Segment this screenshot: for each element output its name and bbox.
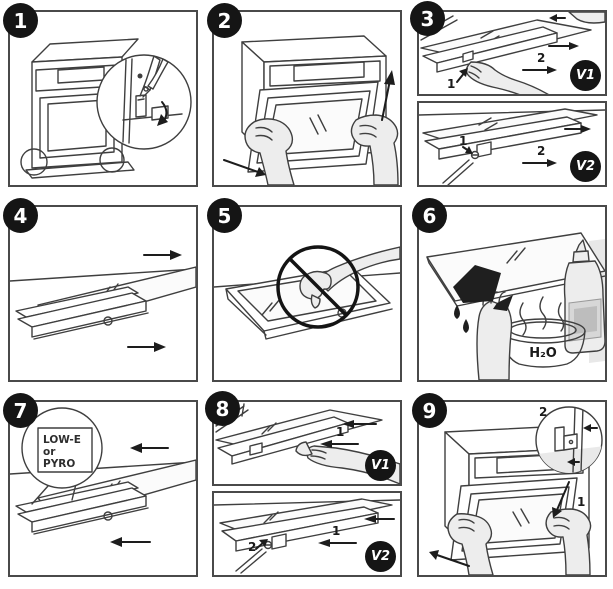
glass-marking-box bbox=[37, 427, 93, 473]
door-glass-icon bbox=[420, 19, 592, 73]
hand-icon bbox=[244, 118, 295, 185]
glass-slide-out-illustration bbox=[10, 250, 196, 352]
screw-arrow-icon bbox=[255, 539, 268, 550]
hinge-callout-circle-left bbox=[20, 148, 48, 176]
door-frame-icon bbox=[15, 481, 149, 535]
slide-arrow-icon bbox=[522, 159, 557, 167]
insert-arrow-icon bbox=[552, 481, 570, 518]
cloth-icon bbox=[453, 265, 513, 311]
variant-badge-v2: V2 bbox=[365, 541, 396, 572]
glass-marking-line1: LOW-E bbox=[43, 434, 81, 446]
hand-icon bbox=[350, 114, 399, 185]
arrow-right-icon bbox=[564, 125, 591, 133]
slide-arrow-icon bbox=[318, 539, 357, 547]
glass-cleaning-illustration: H₂O bbox=[426, 232, 605, 380]
slide-label: 2 bbox=[537, 144, 545, 158]
magnifier-icon: LOW-E or PYRO bbox=[21, 407, 103, 505]
arrow-right-icon bbox=[548, 42, 579, 50]
press-arrow-icon bbox=[456, 68, 468, 83]
glass-slide-in-illustration: LOW-E or PYRO bbox=[10, 407, 196, 547]
insert-label: 1 bbox=[577, 495, 585, 509]
slide-arrow-icon bbox=[320, 440, 359, 448]
door-refit-illustration: 1 bbox=[429, 405, 603, 575]
hand-icon bbox=[545, 508, 592, 575]
slide-label: 1 bbox=[336, 425, 344, 439]
latch-press-illustration: 1 2 bbox=[420, 12, 605, 94]
door-frame-icon bbox=[15, 286, 149, 340]
step-badge-7: 7 bbox=[3, 393, 38, 428]
arrow-out-icon bbox=[223, 159, 266, 177]
arrow-up-icon bbox=[381, 70, 395, 121]
step-badge-3: 3 bbox=[410, 1, 445, 36]
steam-icon bbox=[519, 296, 565, 336]
do-not-touch-illustration bbox=[214, 245, 400, 340]
screw-removal-illustration: 1 2 bbox=[419, 108, 605, 185]
rotate-arrow-icon bbox=[157, 101, 168, 126]
step-3-variant-v1: 1 2 V1 bbox=[417, 10, 607, 96]
screwdriver-icon bbox=[442, 159, 474, 185]
arrow-in-icon bbox=[429, 550, 470, 567]
door-glass-icon bbox=[219, 498, 393, 552]
screwdriver-icon bbox=[235, 548, 267, 574]
screw-label: 1 bbox=[459, 134, 467, 148]
arrow-left-icon bbox=[364, 515, 395, 523]
arrow-left-icon bbox=[110, 537, 151, 547]
step-panel-9: 9 bbox=[412, 393, 607, 577]
magnifier-icon bbox=[96, 54, 192, 150]
door-glass-icon bbox=[215, 409, 383, 465]
screw-arrow-icon bbox=[462, 146, 473, 154]
door-glass-icon bbox=[422, 108, 598, 160]
hand-icon bbox=[447, 513, 494, 575]
glass-marking-line2: or bbox=[43, 446, 56, 458]
variant-badge-v2: V2 bbox=[570, 151, 601, 182]
arrow-left-icon bbox=[342, 420, 377, 428]
step-badge-2: 2 bbox=[207, 3, 242, 38]
step-badge-9: 9 bbox=[412, 393, 447, 428]
pliers-icon bbox=[139, 55, 169, 98]
slide-label: 1 bbox=[332, 524, 340, 538]
hand-icon bbox=[465, 61, 549, 94]
step-panel-6: 6 H₂O bbox=[412, 198, 607, 382]
step-panel-2: 2 bbox=[207, 3, 402, 187]
oven-icon bbox=[25, 38, 139, 179]
hinge-callout-circle-right bbox=[99, 147, 125, 173]
small-arrow-left-icon bbox=[549, 14, 566, 22]
slide-arrow-icon bbox=[522, 66, 557, 74]
variant-badge-v1: V1 bbox=[365, 450, 396, 481]
step-8-variant-v2: 2 1 V2 bbox=[212, 491, 402, 577]
step-8-variant-v1: 1 V1 bbox=[212, 400, 402, 486]
water-drop-icon bbox=[454, 305, 469, 333]
lock-label: 2 bbox=[539, 405, 547, 419]
door-removal-illustration bbox=[223, 35, 399, 185]
step-badge-1: 1 bbox=[3, 3, 38, 38]
table-edge-line bbox=[10, 268, 196, 282]
bowl-label: H₂O bbox=[529, 346, 557, 361]
step-badge-8: 8 bbox=[205, 391, 240, 426]
arrow-right-icon bbox=[127, 342, 166, 352]
arrow-right-icon bbox=[143, 250, 182, 260]
screw-label: 2 bbox=[248, 540, 256, 554]
oven-hinge-unlock-illustration bbox=[20, 38, 192, 179]
hand-icon bbox=[568, 12, 605, 24]
step-badge-6: 6 bbox=[412, 198, 447, 233]
step-panel-7: 7 LOW-E or PYRO bbox=[3, 393, 198, 577]
step-panel-5: 5 bbox=[207, 198, 402, 382]
glass-marking-line3: PYRO bbox=[43, 458, 75, 470]
step-panel-8: 8 1 bbox=[205, 391, 402, 577]
step-badge-5: 5 bbox=[207, 198, 242, 233]
step-panel-3: 3 bbox=[410, 1, 607, 187]
variant-badge-v1: V1 bbox=[570, 60, 601, 91]
step-panel-4: 4 bbox=[3, 198, 198, 382]
slide-label: 2 bbox=[537, 51, 545, 65]
step-badge-4: 4 bbox=[3, 198, 38, 233]
arrow-left-icon bbox=[130, 443, 169, 453]
step-3-variant-v2: 1 2 V2 bbox=[417, 101, 607, 187]
screw-refit-illustration: 2 1 bbox=[214, 498, 400, 574]
step-panel-1: 1 bbox=[3, 3, 198, 187]
prohibition-icon bbox=[276, 245, 360, 329]
press-label: 1 bbox=[447, 77, 455, 91]
detergent-bottle-icon bbox=[563, 239, 605, 354]
screw-icon bbox=[470, 150, 480, 160]
